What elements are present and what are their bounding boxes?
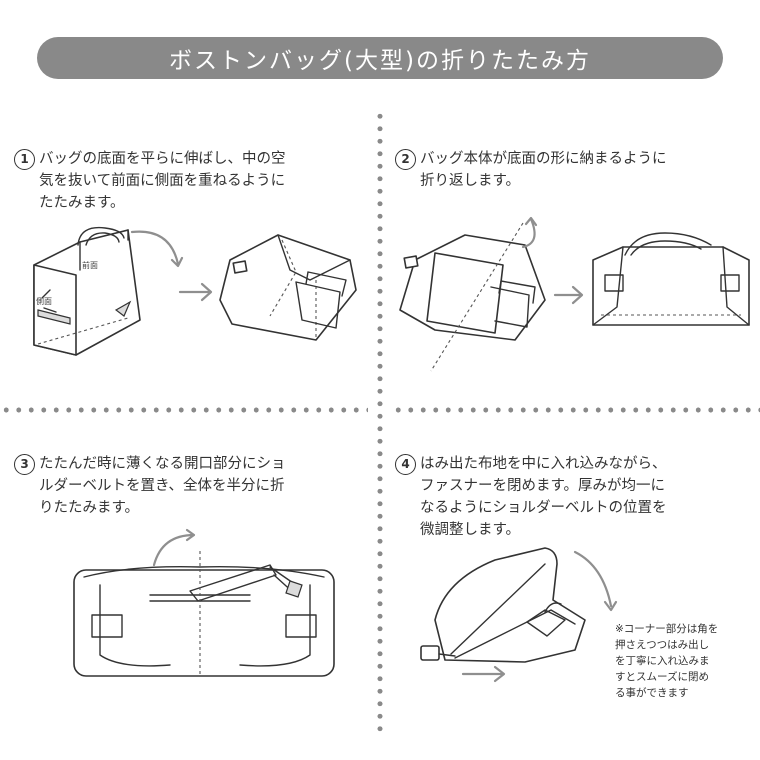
vertical-divider	[377, 110, 383, 735]
page-title: ボストンバッグ(大型)の折りたたみ方	[169, 48, 591, 74]
curved-arrow-icon-4	[573, 550, 618, 612]
side-label: 側面	[36, 296, 52, 306]
step-3: 3 たたんだ時に薄くなる開口部分にショ ルダーベルトを置き、全体を半分に折 りた…	[14, 453, 374, 519]
open-bag-drawing: 前面 側面	[33, 226, 141, 356]
zipping-bag-drawing	[420, 547, 586, 663]
horizontal-divider-right	[392, 407, 760, 413]
bag-side-view-drawing	[592, 232, 750, 326]
bag-folding-drawing	[399, 222, 546, 372]
step-2-illustration	[399, 216, 750, 372]
step-2-text: バッグ本体が底面の形に納まるように 折り返します。	[420, 151, 667, 189]
step-4: 4 はみ出た布地を中に入れ込みながら、 ファスナーを閉めます。厚みが均一に なる…	[395, 453, 755, 541]
curved-arrow-icon-2	[521, 216, 538, 249]
step-3-text: たたんだ時に薄くなる開口部分にショ ルダーベルトを置き、全体を半分に折 りたたみ…	[39, 456, 286, 516]
step-3-number: 3	[14, 454, 35, 475]
step-3-illustration	[73, 528, 335, 677]
step-4-text: はみ出た布地を中に入れ込みながら、 ファスナーを閉めます。厚みが均一に なるよう…	[420, 456, 667, 538]
step-2: 2 バッグ本体が底面の形に納まるように 折り返します。	[395, 148, 755, 192]
horizontal-divider-left	[0, 407, 368, 413]
step-4-illustration	[420, 547, 618, 683]
right-arrow-icon	[178, 282, 213, 302]
flattened-bag-drawing	[73, 551, 335, 677]
partly-folded-bag-drawing	[219, 234, 357, 341]
step-1-number: 1	[14, 149, 35, 170]
step-2-number: 2	[395, 149, 416, 170]
corner-tip-note: ※コーナー部分は角を 押さえつつはみ出し を丁寧に入れ込みま すとスムーズに閉め…	[615, 623, 719, 699]
step-4-number: 4	[395, 454, 416, 475]
curved-arrow-icon	[130, 230, 184, 268]
right-arrow-icon-2	[553, 285, 584, 305]
curved-arrow-icon-3	[152, 528, 196, 567]
step-1-text: バッグの底面を平らに伸ばし、中の空 気を抜いて前面に側面を重ねるように たたみま…	[39, 151, 286, 211]
right-arrow-icon-4	[461, 665, 506, 683]
step-1-illustration: 前面 側面	[33, 226, 357, 356]
front-label: 前面	[82, 260, 98, 270]
step-1: 1 バッグの底面を平らに伸ばし、中の空 気を抜いて前面に側面を重ねるように たた…	[14, 148, 374, 214]
title-bar: ボストンバッグ(大型)の折りたたみ方	[37, 37, 723, 79]
